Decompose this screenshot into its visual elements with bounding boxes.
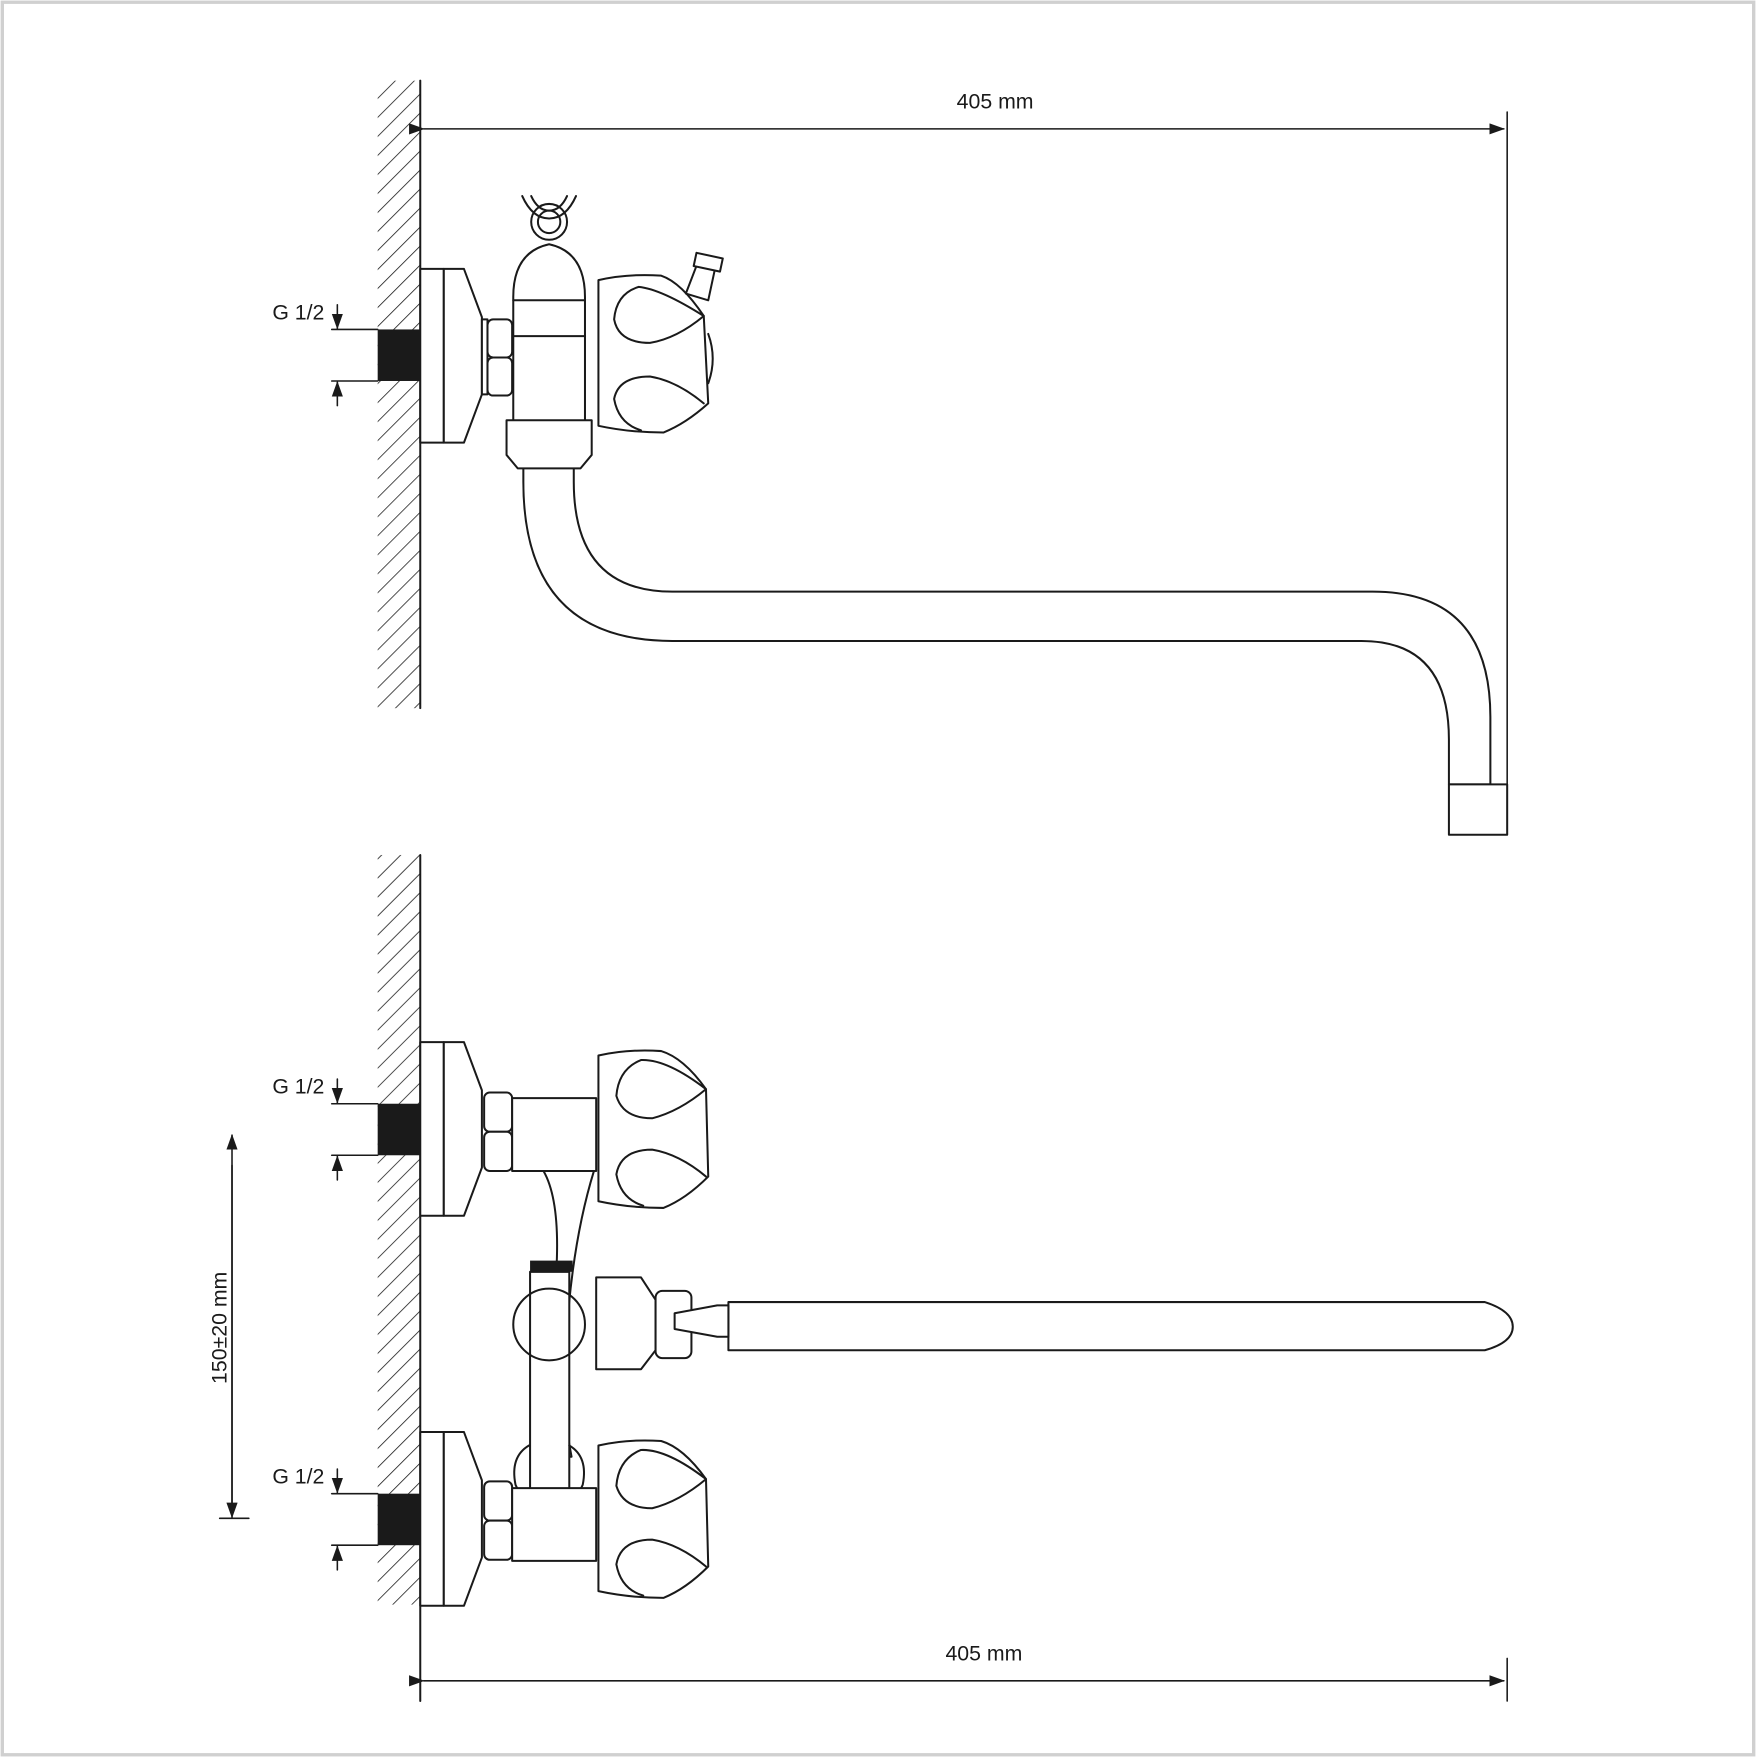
handle-petal [615, 1448, 708, 1510]
diverter-knob [692, 251, 724, 273]
upper-flange-cone [442, 1041, 483, 1217]
holder-pivot [512, 1287, 586, 1362]
upper-valve-handle [597, 1049, 710, 1209]
handle-petal [613, 375, 705, 432]
handle-petal [615, 1059, 708, 1120]
body-collar [505, 419, 593, 470]
shower-hook [521, 195, 578, 220]
hex-nut [483, 1091, 514, 1133]
shower-holder-arm [529, 1270, 571, 1503]
wall-hatching [377, 80, 421, 709]
handle-petal [615, 1148, 708, 1207]
spout [727, 1301, 1514, 1352]
handle-petal [613, 285, 705, 344]
spout [522, 452, 1492, 786]
valve-body [512, 243, 586, 444]
center-distance-label: 150±20 mm [207, 1272, 231, 1384]
lower-flange [419, 1431, 445, 1607]
flange-cone [442, 267, 483, 444]
inlet-thread [377, 329, 421, 381]
hex-nut [483, 1130, 514, 1172]
valve-handle [597, 274, 710, 434]
upper-inlet-thread [377, 1103, 421, 1156]
spout-aerator [1447, 783, 1509, 836]
hex-nut [483, 1519, 514, 1561]
upper-thread-label: G 1/2 [272, 1075, 324, 1099]
hex-nut [483, 1480, 514, 1522]
diverter-body [595, 1276, 657, 1371]
lower-flange-cone [442, 1431, 483, 1607]
thread-label: G 1/2 [272, 300, 324, 324]
hook-ring [530, 202, 569, 241]
width-label: 405 mm [957, 90, 1034, 114]
side-view: 405 mm G 1/2 [272, 79, 1509, 836]
body-band [530, 1260, 573, 1272]
width-label: 405 mm [945, 1642, 1022, 1666]
handle-petal [615, 1538, 708, 1597]
lower-inlet-thread [377, 1493, 421, 1546]
upper-flange [419, 1041, 445, 1217]
lower-valve-pipe [511, 1487, 598, 1562]
diverter-lever [673, 1304, 730, 1338]
lower-thread-label: G 1/2 [272, 1465, 324, 1489]
front-view: 405 mm 150±20 mm G 1/2 G 1/2 [207, 853, 1514, 1702]
hex-nut [486, 318, 514, 359]
wall-hatching [377, 854, 421, 1605]
hex-nut [486, 356, 514, 397]
flange-ring [480, 318, 489, 396]
upper-valve-pipe [511, 1097, 598, 1172]
wall-flange [419, 267, 445, 444]
handle-cap [707, 332, 714, 385]
lower-valve-handle [597, 1439, 710, 1599]
